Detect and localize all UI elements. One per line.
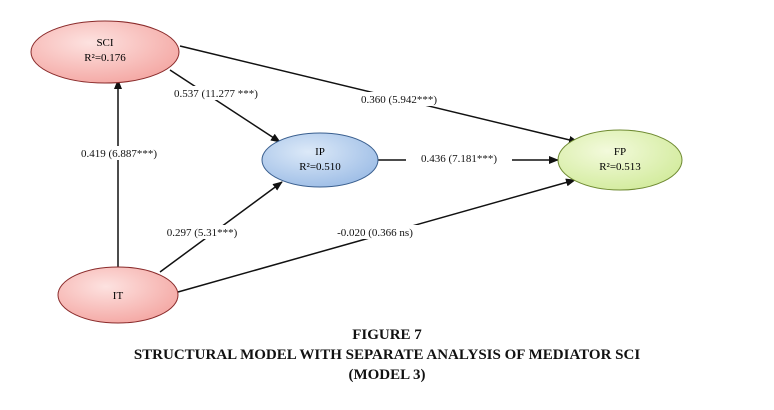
node-sci-r2: R²=0.176 — [84, 52, 126, 64]
node-fp-label: FP — [614, 146, 626, 158]
figure-caption: FIGURE 7 STRUCTURAL MODEL WITH SEPARATE … — [0, 325, 774, 385]
edge-label-it-sci: 0.419 (6.887***) — [74, 146, 164, 160]
svg-text:0.537 (11.277 ***): 0.537 (11.277 ***) — [174, 88, 258, 100]
node-it-label: IT — [113, 290, 124, 302]
svg-text:0.297 (5.31***): 0.297 (5.31***) — [167, 227, 238, 239]
svg-text:0.360 (5.942***): 0.360 (5.942***) — [361, 94, 437, 106]
figure-title: STRUCTURAL MODEL WITH SEPARATE ANALYSIS … — [133, 347, 641, 363]
node-it: IT — [57, 266, 179, 324]
edge-label-sci-fp: 0.360 (5.942***) — [350, 92, 448, 106]
edge-label-it-fp: -0.020 (0.366 ns) — [322, 225, 428, 239]
node-ip: IP R²=0.510 — [261, 132, 379, 188]
node-ip-r2: R²=0.510 — [299, 161, 341, 173]
edge-sci-ip — [169, 69, 281, 143]
path-diagram: 0.419 (6.887***) 0.537 (11.277 ***) 0.36… — [30, 20, 683, 324]
node-ip-label: IP — [315, 146, 325, 158]
node-sci: SCI R²=0.176 — [30, 20, 180, 84]
figure-number: FIGURE 7 — [352, 327, 422, 343]
node-sci-label: SCI — [96, 37, 113, 49]
node-fp-r2: R²=0.513 — [599, 161, 641, 173]
figure-subtitle: (MODEL 3) — [348, 367, 426, 383]
edge-label-ip-fp: 0.436 (7.181***) — [406, 151, 512, 165]
svg-text:-0.020 (0.366 ns): -0.020 (0.366 ns) — [337, 227, 413, 239]
svg-text:0.436 (7.181***): 0.436 (7.181***) — [421, 153, 497, 165]
edge-label-sci-ip: 0.537 (11.277 ***) — [156, 86, 276, 100]
edge-label-it-ip: 0.297 (5.31***) — [152, 225, 252, 239]
node-fp: FP R²=0.513 — [557, 129, 683, 191]
svg-text:0.419 (6.887***): 0.419 (6.887***) — [81, 148, 157, 160]
